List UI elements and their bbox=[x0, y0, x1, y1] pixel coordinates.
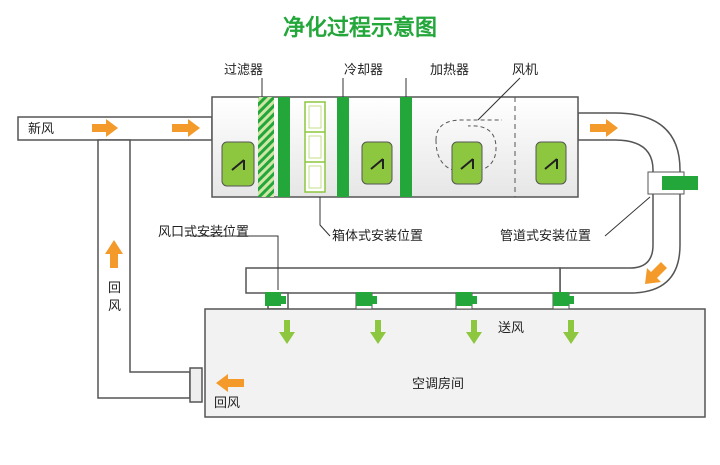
outlet-arrow bbox=[590, 119, 618, 137]
fresh-air-arrow bbox=[92, 119, 118, 137]
return-air-duct bbox=[97, 139, 191, 399]
duct-device-icon bbox=[647, 171, 698, 195]
filter-label: 过滤器 bbox=[224, 63, 263, 78]
return-duct-flange bbox=[189, 367, 203, 403]
outlet-device-icon bbox=[553, 292, 574, 306]
fan-label: 风机 bbox=[512, 63, 538, 78]
purifier-device-icon bbox=[451, 141, 483, 185]
supply-duct-upper bbox=[559, 112, 681, 294]
return-up-arrow bbox=[105, 240, 123, 268]
room-label: 空调房间 bbox=[412, 376, 464, 392]
supply-arrow bbox=[466, 320, 482, 344]
purifier-device-icon bbox=[535, 141, 567, 185]
box-type-module bbox=[304, 101, 326, 193]
outlet-device-icon bbox=[265, 292, 286, 306]
fan-volute bbox=[435, 119, 502, 173]
air-conditioned-room bbox=[204, 308, 706, 418]
heater-label: 加热器 bbox=[430, 63, 469, 78]
supply-arrow bbox=[370, 320, 386, 344]
cooler-coil bbox=[337, 97, 349, 197]
return-air-label-v2: 风 bbox=[108, 299, 121, 314]
supply-manifold bbox=[245, 267, 561, 294]
supply-arrow bbox=[279, 320, 295, 344]
supply-outlets bbox=[265, 292, 574, 310]
purifier-device-icon bbox=[221, 141, 255, 187]
duct-install-label: 管道式安装位置 bbox=[500, 229, 591, 244]
box-install-label: 箱体式安装位置 bbox=[332, 228, 423, 244]
return-air-label-bottom: 回风 bbox=[214, 396, 240, 411]
outlet-device-icon bbox=[456, 292, 477, 306]
heater-coil bbox=[400, 97, 412, 197]
return-air-label-v1: 回 bbox=[108, 281, 121, 296]
filter-plate bbox=[278, 97, 290, 197]
cooler-label: 冷却器 bbox=[344, 63, 383, 78]
return-out-arrow bbox=[216, 374, 244, 392]
fresh-air-label: 新风 bbox=[28, 121, 54, 137]
supply-arrow bbox=[563, 320, 579, 344]
airflow-arrows bbox=[92, 119, 667, 392]
purifier-device-icon bbox=[361, 141, 393, 185]
inlet-arrow bbox=[172, 119, 200, 137]
duct-down-arrow bbox=[645, 262, 667, 284]
leader-lines bbox=[190, 77, 651, 290]
supply-air-label: 送风 bbox=[498, 321, 524, 336]
diagram-title: 净化过程示意图 bbox=[283, 15, 437, 41]
outlet-install-label: 风口式安装位置 bbox=[158, 225, 249, 240]
filter-element bbox=[258, 97, 274, 197]
air-handling-unit bbox=[211, 96, 579, 198]
outlet-device-icon bbox=[356, 292, 377, 306]
supply-arrows bbox=[279, 320, 579, 344]
